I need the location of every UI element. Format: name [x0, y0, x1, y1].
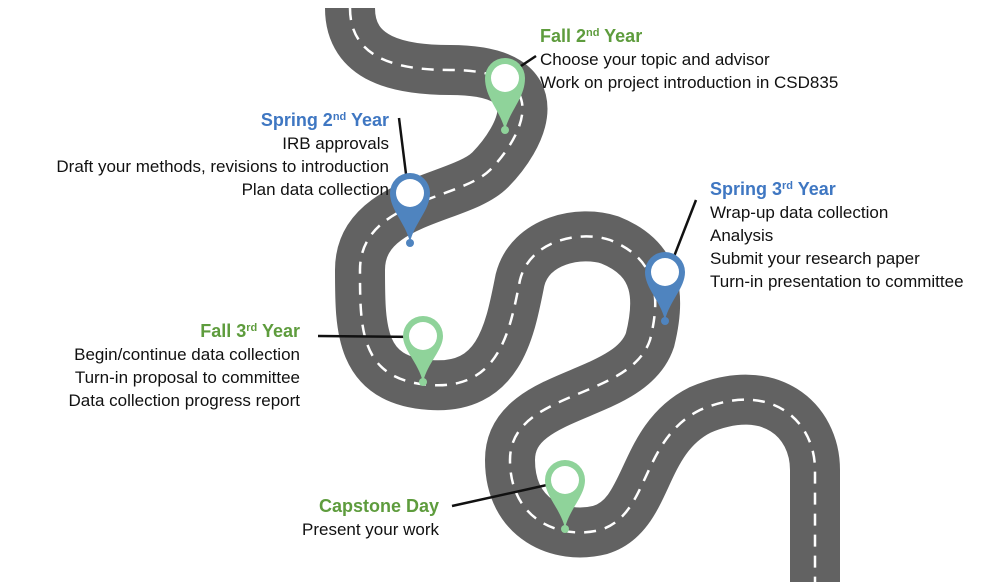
milestone-title: Fall 3rd Year [200, 321, 300, 341]
milestone-item: Turn-in proposal to committee [74, 368, 300, 387]
milestone-item: IRB approvals [282, 134, 389, 153]
milestone-item: Present your work [302, 520, 439, 539]
milestone-item: Turn-in presentation to committee [710, 272, 964, 291]
road-dashes [348, 7, 817, 582]
milestone-fall-3rd-year: Fall 3rd Year Begin/continue data collec… [68, 319, 300, 412]
milestone-fall-2nd-year: Fall 2nd Year Choose your topic and advi… [540, 24, 838, 94]
milestone-spring-2nd-year: Spring 2nd Year IRB approvals Draft your… [56, 108, 389, 201]
green-pin-icon [545, 460, 585, 533]
milestone-item: Work on project introduction in CSD835 [540, 73, 839, 92]
milestone-item: Draft your methods, revisions to introdu… [56, 157, 389, 176]
green-pin-icon [403, 316, 443, 386]
milestone-title: Spring 2nd Year [260, 110, 389, 130]
milestone-spring-3rd-year: Spring 3rd Year Wrap-up data collection … [710, 177, 964, 293]
milestone-item: Wrap-up data collection [710, 203, 889, 222]
milestone-item: Begin/continue data collection [74, 345, 300, 364]
milestone-item: Analysis [710, 226, 774, 245]
milestone-item: Plan data collection [241, 180, 389, 199]
blue-pin-icon [645, 252, 685, 325]
milestone-item: Choose your topic and advisor [540, 50, 770, 69]
milestone-title: Capstone Day [318, 496, 439, 516]
milestone-item: Data collection progress report [68, 391, 300, 410]
milestone-title: Fall 2nd Year [540, 26, 643, 46]
blue-pin-icon [390, 173, 430, 247]
green-pin-icon [485, 58, 525, 134]
milestone-item: Submit your research paper [710, 249, 920, 268]
milestone-capstone-day: Capstone Day Present your work [302, 494, 439, 541]
milestone-title: Spring 3rd Year [710, 179, 836, 199]
